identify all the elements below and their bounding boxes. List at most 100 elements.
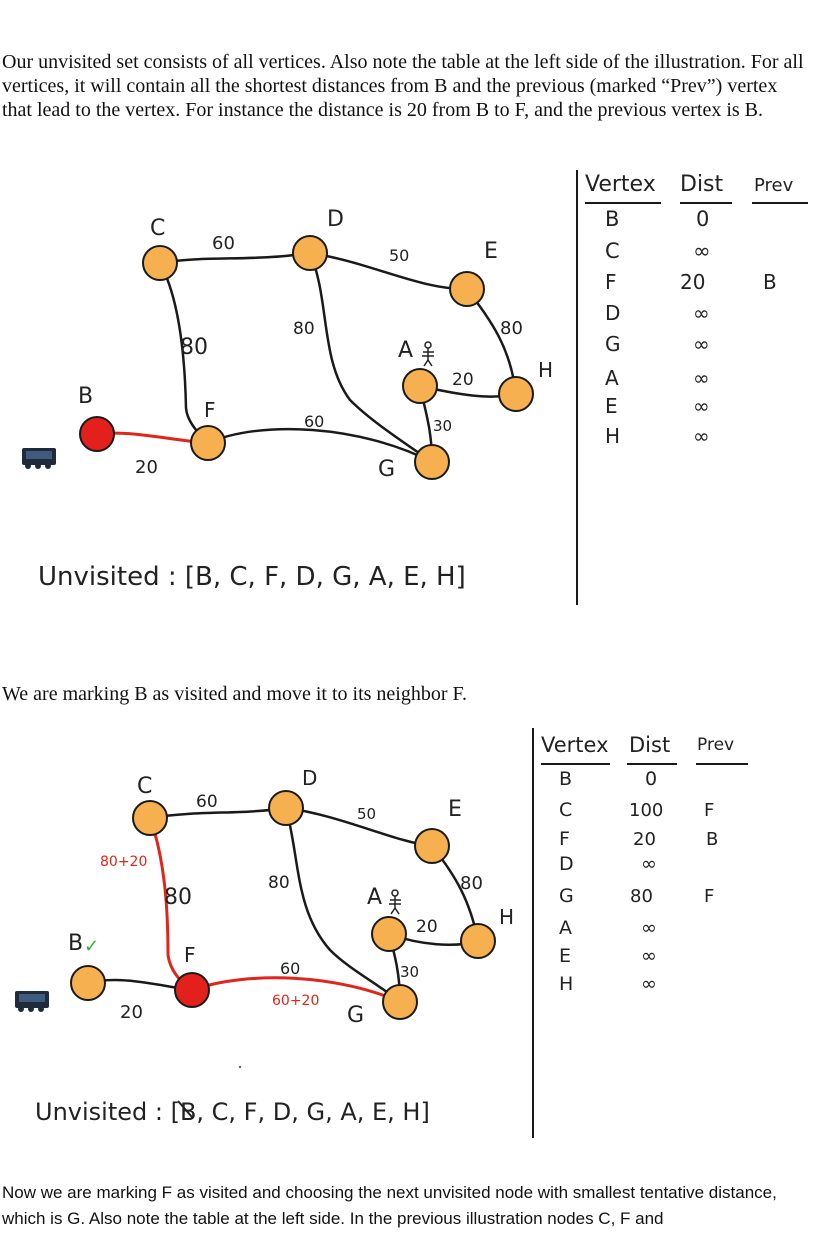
node-c xyxy=(142,245,178,281)
label-c: C xyxy=(137,774,152,799)
label-f: F xyxy=(204,398,216,422)
row-dist: ∞ xyxy=(693,301,710,325)
header-prev: Prev xyxy=(697,735,734,755)
row-prev: F xyxy=(704,800,714,821)
edge-f-g xyxy=(206,427,434,464)
strike-b xyxy=(177,1100,193,1118)
edge-c-f xyxy=(158,261,210,445)
table-rows: B 0 C 100 F F 20 B D ∞ G 80 F A ∞ E ∞ H … xyxy=(559,768,718,995)
unvisited-list: Unvisited : [B, C, F, D, G, A, E, H] xyxy=(35,1098,430,1126)
weight-c-d: 60 xyxy=(196,792,218,812)
row-vertex: H xyxy=(605,424,620,448)
row-dist: 100 xyxy=(629,800,663,821)
label-d: D xyxy=(327,207,344,232)
row-dist: 0 xyxy=(645,768,657,790)
row-dist: ∞ xyxy=(641,917,657,939)
weight-f-g: 60 xyxy=(280,959,300,978)
row-vertex: G xyxy=(605,332,621,356)
label-h: H xyxy=(499,905,514,929)
node-g xyxy=(382,984,418,1020)
label-b: B xyxy=(68,931,83,956)
row-vertex: A xyxy=(605,366,619,390)
label-c: C xyxy=(150,216,165,241)
label-h: H xyxy=(538,358,553,382)
header-vertex: Vertex xyxy=(541,733,609,757)
row-vertex: B xyxy=(559,768,572,790)
header-vertex: Vertex xyxy=(585,172,656,197)
edge-c-d xyxy=(148,806,288,820)
node-c xyxy=(132,800,168,836)
label-e: E xyxy=(484,239,498,264)
node-b xyxy=(79,416,115,452)
row-vertex: D xyxy=(605,301,620,325)
node-d xyxy=(292,235,328,271)
header-dist: Dist xyxy=(629,733,670,757)
weight-d-e: 50 xyxy=(357,805,376,823)
node-a xyxy=(402,368,438,404)
weight-a-g: 30 xyxy=(433,417,452,435)
visited-check-icon: ✓ xyxy=(84,936,99,957)
figure-2: B ✓ C D E F G A H 60 50 80 80 20 30 80 6… xyxy=(15,728,748,1138)
row-dist: ∞ xyxy=(693,239,711,263)
table-rows: B 0 C ∞ F 20 B D ∞ G ∞ A ∞ E ∞ H ∞ xyxy=(605,207,777,448)
node-d xyxy=(268,790,304,826)
weight-e-h: 80 xyxy=(500,318,523,339)
row-vertex: A xyxy=(559,917,572,939)
row-dist: ∞ xyxy=(641,973,657,995)
label-d: D xyxy=(302,766,317,790)
weight-e-h: 80 xyxy=(460,873,483,894)
edge-c-d xyxy=(158,251,312,265)
row-dist: 80 xyxy=(630,886,653,907)
row-vertex: G xyxy=(559,885,574,907)
figure-1: B C D E F G A H 60 50 80 80 20 30 80 60 … xyxy=(22,170,808,605)
weight-d-e: 50 xyxy=(389,246,409,265)
next-step-paragraph: Now we are marking F as visited and choo… xyxy=(2,1183,777,1228)
row-prev: F xyxy=(704,886,714,907)
row-dist: ∞ xyxy=(693,424,710,448)
unvisited-list: Unvisited : [B, C, F, D, G, A, E, H] xyxy=(38,562,466,592)
weight-a-h: 20 xyxy=(452,370,474,390)
stick-figure-icon xyxy=(389,889,401,915)
weight-a-h: 20 xyxy=(416,917,438,937)
sum-f-g: 60+20 xyxy=(272,993,319,1009)
label-g: G xyxy=(378,457,395,482)
row-dist: 20 xyxy=(633,829,656,850)
edge-d-g xyxy=(308,251,434,464)
row-vertex: B xyxy=(605,207,619,231)
label-a: A xyxy=(398,338,413,363)
header-dist: Dist xyxy=(680,172,724,197)
node-h xyxy=(498,376,534,412)
edge-d-g xyxy=(284,806,402,1004)
weight-d-g: 80 xyxy=(268,873,290,893)
node-f xyxy=(190,425,226,461)
node-g xyxy=(414,444,450,480)
label-e: E xyxy=(448,797,462,822)
robot-icon xyxy=(15,991,49,1012)
row-dist: ∞ xyxy=(693,332,710,356)
edge-f-g xyxy=(190,976,402,1004)
row-dist: ∞ xyxy=(693,366,710,390)
row-dist: ∞ xyxy=(641,853,657,875)
row-dist: 0 xyxy=(696,207,709,231)
node-e xyxy=(449,271,485,307)
node-e xyxy=(414,828,450,864)
weight-a-g: 30 xyxy=(400,963,419,981)
weight-c-f: 80 xyxy=(164,885,192,910)
label-b: B xyxy=(78,384,93,409)
row-vertex: D xyxy=(559,853,574,875)
weight-c-f: 80 xyxy=(180,335,208,360)
row-vertex: E xyxy=(559,945,571,967)
weight-f-g: 60 xyxy=(304,412,324,431)
row-vertex: F xyxy=(559,828,570,850)
node-h xyxy=(460,923,496,959)
node-b xyxy=(70,965,106,1001)
row-vertex: F xyxy=(605,270,617,294)
node-a xyxy=(371,916,407,952)
header-prev: Prev xyxy=(754,175,794,196)
node-f xyxy=(174,972,210,1008)
stick-figure-icon xyxy=(422,341,434,367)
weight-b-f: 20 xyxy=(120,1002,143,1023)
row-prev: B xyxy=(763,270,777,294)
intro-paragraph: Our unvisited set consists of all vertic… xyxy=(2,51,804,121)
weight-b-f: 20 xyxy=(135,457,158,478)
